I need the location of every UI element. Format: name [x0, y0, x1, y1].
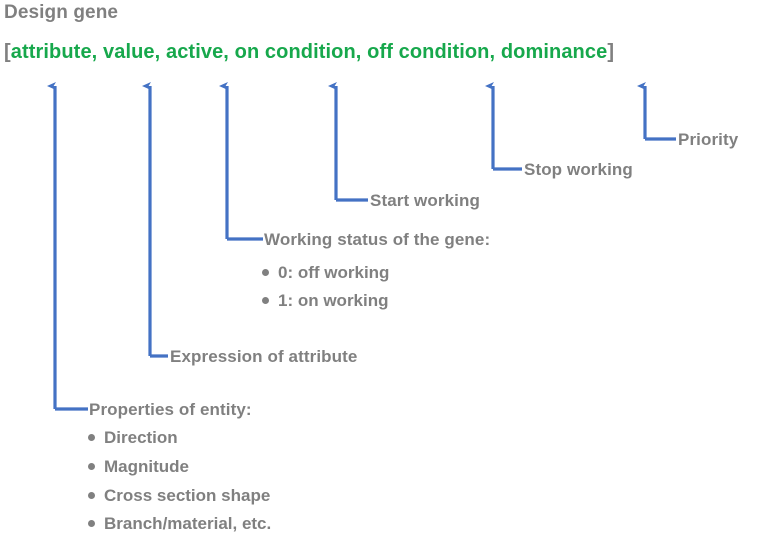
bullet-dot-icon: [88, 463, 95, 470]
annotation-label-stop-working: Stop working: [524, 160, 633, 179]
bullet-dot-icon: [88, 434, 95, 441]
connector-properties-of-entity: [47, 82, 88, 411]
connector-stop-working: [485, 82, 522, 171]
annotation-label-properties-of-entity: Properties of entity:: [89, 400, 252, 419]
bullet-dot-icon: [88, 492, 95, 499]
gene-separator-2: ,: [223, 41, 235, 63]
gene-token-value: value: [103, 41, 155, 63]
bullet-dot-icon: [262, 297, 269, 304]
open-bracket: [: [4, 41, 11, 63]
gene-token-active: active: [165, 41, 224, 63]
gene-token-attribute: attribute: [10, 41, 92, 63]
annotation-label-start-working: Start working: [370, 191, 480, 210]
bullet-item: Branch/material, etc.: [88, 515, 271, 532]
bullet-item: 0: off working: [262, 264, 389, 281]
connector-start-working: [328, 82, 368, 202]
annotation-label-priority: Priority: [678, 130, 739, 149]
bullet-label: Cross section shape: [104, 486, 271, 505]
bullet-label: Direction: [104, 428, 178, 447]
bullet-dot-icon: [262, 269, 269, 276]
gene-token-dominance: dominance: [500, 41, 608, 63]
gene-separator-3: ,: [355, 41, 368, 63]
page-title: Design gene: [4, 2, 119, 23]
gene-separator-1: ,: [154, 41, 166, 63]
gene-separator-4: ,: [489, 41, 501, 63]
connector-priority: [637, 82, 676, 141]
gene-token-on-condition: on condition: [234, 41, 356, 63]
gene-token-off-condition: off condition: [367, 41, 490, 63]
gene-expression-line: [attribute, value, active, on condition,…: [4, 42, 614, 62]
annotation-label-expression-of-attribute: Expression of attribute: [170, 347, 358, 366]
bullet-item: Direction: [88, 429, 178, 446]
bullet-label: Branch/material, etc.: [104, 514, 272, 533]
gene-separator-0: ,: [91, 41, 103, 63]
bullet-label: Magnitude: [104, 457, 189, 476]
bullet-label: 0: off working: [278, 263, 390, 282]
close-bracket: ]: [607, 41, 615, 63]
bullet-label: 1: on working: [278, 291, 389, 310]
bullet-dot-icon: [88, 520, 95, 527]
bullet-item: Magnitude: [88, 458, 189, 475]
annotation-label-working-status: Working status of the gene:: [264, 230, 491, 249]
connector-working-status: [219, 82, 263, 241]
connector-expression-of-attribute: [142, 82, 168, 358]
bullet-item: Cross section shape: [88, 487, 270, 504]
bullet-item: 1: on working: [262, 292, 389, 309]
